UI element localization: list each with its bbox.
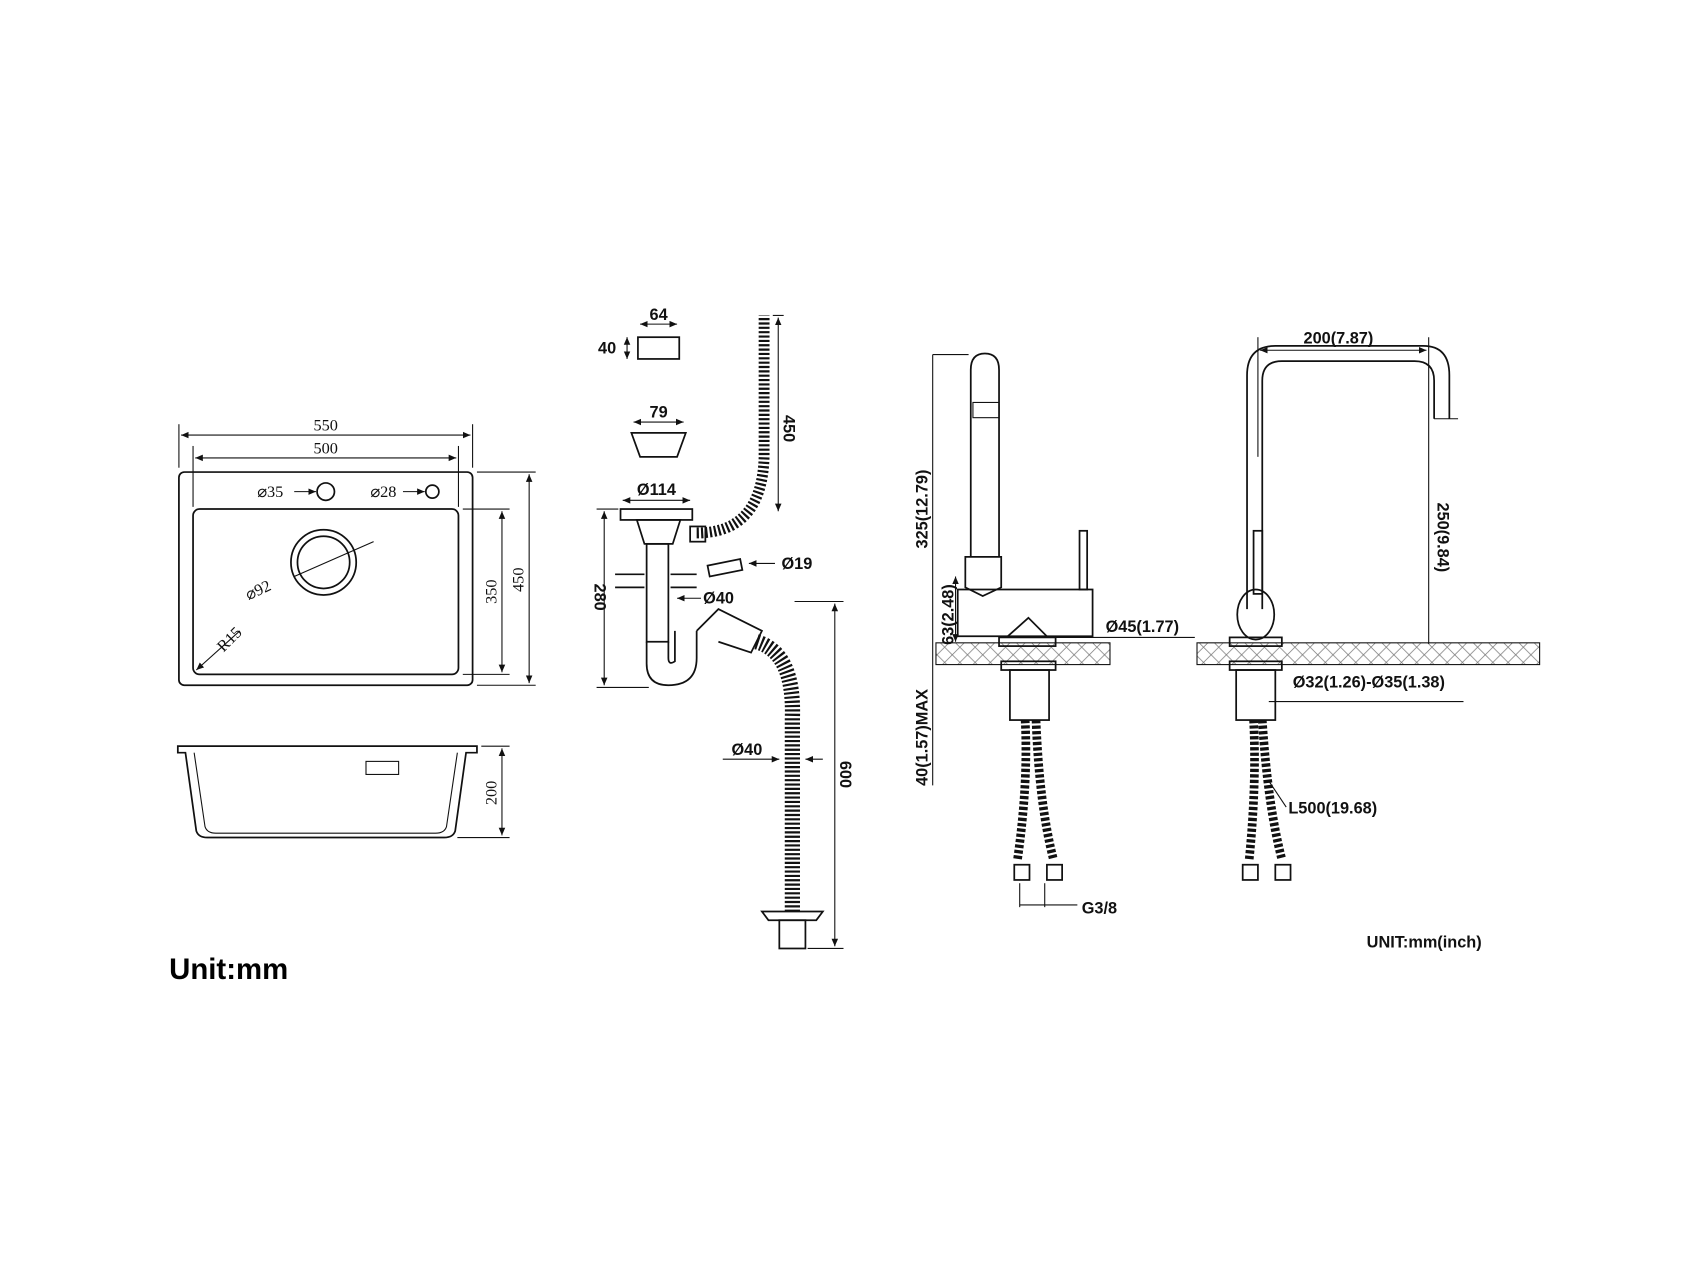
dim-bowl-width: 500 [314, 439, 338, 458]
dim-body-height: 63(2.48) [939, 584, 957, 645]
dim-faucet-height: 325(12.79) [913, 470, 931, 549]
dim-overflow-hose: 450 [780, 415, 798, 442]
unit-label-left: Unit:mm [169, 953, 288, 986]
dim-reach: 200(7.87) [1304, 330, 1374, 348]
faucet-front-view: 200(7.87) 250(9.84) Ø32(1.26)-Ø35(1.38) … [1196, 330, 1541, 881]
dim-overflow-pipe: Ø19 [782, 555, 813, 573]
dim-overall-width: 550 [314, 416, 338, 435]
dim-base-diameter: Ø45(1.77) [1106, 618, 1179, 636]
unit-label-right: UNIT:mm(inch) [1367, 933, 1482, 951]
dim-hole-size: Ø32(1.26)-Ø35(1.38) [1293, 673, 1445, 691]
label-drain-diameter: ⌀92 [242, 576, 274, 604]
dim-bowl-depth: 350 [482, 579, 501, 603]
dim-overflow-width: 64 [650, 306, 668, 324]
overflow-cover [637, 336, 681, 360]
dim-trap-outlet: Ø40 [703, 590, 734, 608]
dim-hose-length: 600 [836, 761, 854, 788]
dim-trap-height: 280 [590, 584, 608, 611]
drain-hole [290, 528, 358, 596]
strainer [630, 432, 688, 458]
sink-top-view: 550 500 ⌀35 ⌀28 ⌀92 R15 350 450 [178, 416, 536, 687]
dim-strainer: 79 [650, 404, 668, 422]
dim-basket: Ø114 [637, 481, 676, 499]
dim-spout-height: 250(9.84) [1433, 502, 1451, 572]
sink-side-view: 200 [176, 745, 510, 839]
drain-kit: 64 40 79 Ø114 Ø19 450 280 Ø40 Ø40 600 [590, 306, 854, 950]
label-tap-hole-2: ⌀28 [370, 482, 396, 501]
dim-overflow-height: 40 [598, 340, 616, 358]
faucet-side-view: 325(12.79) 63(2.48) Ø45(1.77) 40(1.57)MA… [913, 352, 1195, 918]
label-tap-hole-1: ⌀35 [257, 482, 283, 501]
tap-hole-2 [424, 484, 440, 500]
dim-max-counter: 40(1.57)MAX [913, 689, 931, 786]
dim-hose-diameter: Ø40 [731, 741, 762, 759]
dim-hose-length-faucet: L500(19.68) [1288, 800, 1377, 818]
dim-overall-depth: 450 [509, 568, 528, 592]
dim-sink-height: 200 [482, 781, 501, 805]
dim-thread: G3/8 [1082, 900, 1117, 918]
tap-hole-1 [316, 482, 336, 502]
